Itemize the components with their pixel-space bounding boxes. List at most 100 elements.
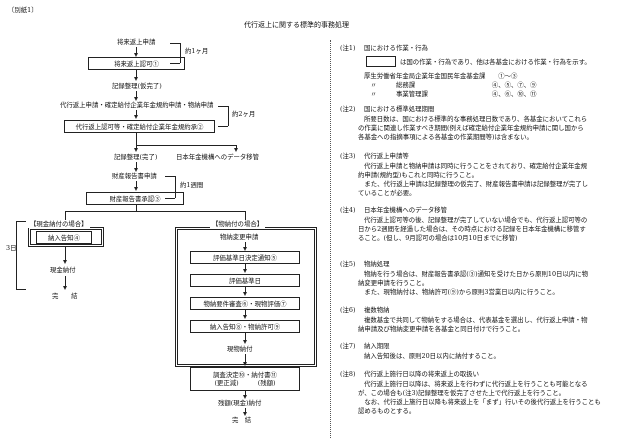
flow-box-return-approval: 代行返上認可等・確定給付企業年金規約承②: [64, 120, 215, 133]
flow-arrow: [243, 315, 247, 319]
flow-line: [245, 287, 246, 294]
flow-box-valuation-date: 評価基準日: [190, 274, 300, 287]
note-line: また、現物納付は、物納許可(⑨)から原則3営業日以内に行うこと。: [358, 288, 559, 296]
note-title: 代行返上申請等: [364, 152, 409, 160]
flow-step-in-kind-complete: 完 結: [232, 416, 252, 424]
flow-box-payment-notice-permit: 納入告知⑧・物納許可⑨: [190, 320, 300, 333]
duration-label-1-week: 約1週間: [180, 181, 204, 189]
flow-arrow: [134, 77, 138, 81]
flow-arrow: [243, 412, 247, 416]
flow-step-cash-complete: 完 結: [52, 292, 78, 300]
bracket-top: [165, 176, 175, 177]
flow-line: [245, 408, 246, 414]
flow-arrow: [243, 362, 247, 366]
flow-arrow: [243, 292, 247, 296]
flow-arrow: [63, 260, 67, 264]
note-number: (注3): [340, 152, 356, 160]
flow-box-label: 納入告知⑧・物納許可⑨: [209, 322, 281, 331]
flow-line: [65, 247, 66, 262]
flow-arrow: [134, 115, 138, 119]
flow-line: [236, 145, 237, 150]
note-title: 国における標準処理期間: [364, 105, 435, 113]
flow-box-requirement-review: 物納要件審査⑥・現物評価⑦: [190, 297, 300, 310]
flow-line: [245, 211, 246, 221]
flow-line-split: [65, 211, 245, 212]
flow-line: [65, 211, 66, 221]
bracket-side: [175, 176, 176, 198]
duration-label-3-days: 3日: [6, 244, 17, 252]
legend-box-sample: [366, 56, 396, 67]
note-line: 代行返上認可等の後、記録整理が完了していない場合でも、代行返上認可等の: [364, 216, 588, 224]
flow-step-asset-report-application: 財産報告書申請: [112, 172, 157, 180]
flow-arrow: [134, 148, 138, 152]
bracket-side: [16, 221, 17, 289]
bracket-top: [16, 221, 26, 222]
in-kind-payment-header: 【物納付の場合】: [210, 220, 266, 228]
flow-box-sublabel: (更正減) (残額): [214, 379, 276, 387]
cash-payment-header: 【現金納付の場合】: [28, 220, 90, 228]
note-line: 代行返上施行日以降は、将来返上を行わずに代行返上を行うことも可能となる: [364, 380, 588, 388]
note-line: 約申請(規約型)もこれと同時に行うこと。: [358, 171, 479, 179]
note-line: 厚生労働省年金局企業年金国民年金基金課 ①～③: [364, 72, 518, 80]
flow-line: [245, 391, 246, 397]
note-number: (注2): [340, 105, 356, 113]
note-title: 代行返上施行日以降の将来返上の取扱い: [364, 370, 480, 378]
note-line: 各基金への指摘事項による各基金の作業期間等)は含まない。: [358, 133, 533, 141]
note-line: 所要日数は、国における標準的な事務処理日数であり、各基金においてこれら: [364, 115, 588, 123]
flow-line-branch: [136, 145, 236, 146]
flow-line: [136, 181, 137, 189]
flow-line: [136, 110, 137, 117]
flow-line: [245, 310, 246, 317]
bracket-bottom: [165, 198, 175, 199]
flow-line: [136, 47, 137, 55]
flow-step-cash-payment: 現金納付: [50, 266, 76, 274]
flow-line: [245, 264, 246, 271]
bracket-side: [180, 43, 181, 63]
flow-arrow: [243, 340, 247, 344]
flow-line: [245, 242, 246, 249]
flow-line: [245, 333, 246, 342]
flow-box-label: 物納要件審査⑥・現物評価⑦: [203, 299, 287, 308]
flow-box-asset-report-approval: 財産報告書承認③: [86, 192, 184, 205]
note-number: (注4): [340, 206, 356, 214]
page-title: 代行返上に関する標準的事務処理: [244, 21, 349, 29]
bracket-bottom: [16, 289, 26, 290]
note-title: 国における作業・行為: [364, 44, 428, 52]
note-line: ていることが必要。: [358, 189, 416, 197]
flow-box-valuation-date-notice: 評価基準日決定通知⑤: [190, 251, 300, 264]
flow-line: [136, 133, 137, 145]
note-line: の作業に関連し作業すべき期間(例えば確定給付企業年金規約申請に関し国から: [358, 124, 584, 132]
flow-step-record-complete: 記録整理(完了): [114, 153, 158, 161]
flow-line: [136, 70, 137, 79]
note-line: 代行返上申請と物納申請は同時に行うことをされており、確定給付企業年金規: [364, 162, 588, 170]
flow-arrow: [243, 247, 247, 251]
bracket-bottom: [218, 126, 228, 127]
flow-line: [136, 145, 137, 150]
flow-box-future-return-approval: 将来返上認可①: [88, 57, 185, 70]
note-number: (注5): [340, 260, 356, 268]
flow-step-in-kind-delivery: 現物納付: [227, 345, 253, 353]
flow-box-label: 評価基準日: [229, 276, 261, 285]
note-line: 〃 事業管理課 ④、⑥、⑩、⑪: [364, 90, 537, 98]
flow-step-record-provisional: 記録整理(仮完了): [112, 82, 162, 90]
note-title: 複数物納: [364, 306, 390, 314]
flow-box-label: 調査決定⑩・納付書⑪: [213, 371, 277, 379]
note-line: が、この場合も(注3)記録整理を仮完了させた上で代行返上を行うこと。: [358, 389, 566, 397]
flow-arrow: [234, 148, 238, 152]
note-line: 認めるものとする。: [358, 407, 416, 415]
note-number: (注7): [340, 342, 356, 350]
flow-line: [65, 276, 66, 288]
note-title: 日本年金機構へのデータ移管: [364, 206, 448, 214]
duration-label-2-months: 約2ヶ月: [232, 110, 256, 118]
note-line: また、代行返上申請は記録整理の仮完了、財産報告書申請は記録整理が完了し: [358, 180, 589, 188]
note-title: 物納処理: [364, 260, 390, 268]
flow-step-future-return-application: 将来返上申請: [117, 38, 156, 46]
note-line: なお、代行返上施行日以降も将来返上を「まず」行いその後代行返上を行うことも: [358, 398, 601, 406]
flow-line: [136, 205, 137, 211]
note-number: (注6): [340, 306, 356, 314]
bracket-side: [228, 106, 229, 126]
flow-arrow: [134, 97, 138, 101]
flow-step-remaining-cash-payment: 残額(現金)納付: [218, 399, 262, 407]
flow-arrow: [243, 269, 247, 273]
flow-line: [136, 91, 137, 99]
